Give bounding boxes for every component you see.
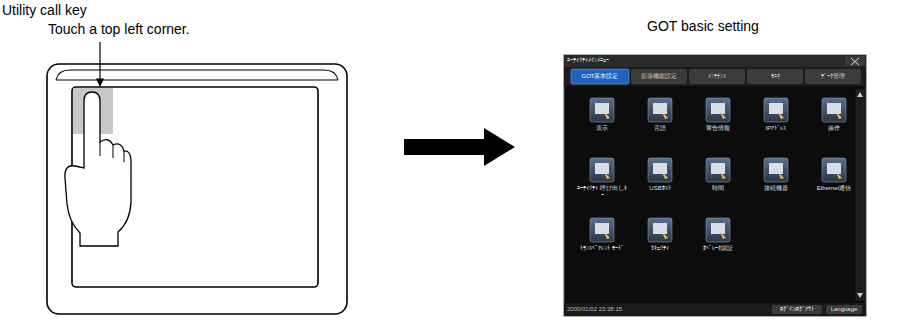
screen-text: Ethernet通信 <box>808 185 860 192</box>
screen-text: Language <box>826 306 862 313</box>
screen-text: GOT基本設定 <box>572 73 628 80</box>
screen-text: IPｱﾄﾞﾚｽ <box>750 125 802 132</box>
screen-text: 言語 <box>634 125 686 132</box>
menu-icon <box>706 158 730 182</box>
menu-icon <box>648 98 672 122</box>
caption-label: Touch a top left corner. <box>48 21 268 37</box>
screen-text: ｾｷｭﾘﾃｨ <box>634 245 686 252</box>
screen-text: ｵﾍﾟﾚｰﾀ認証 <box>692 245 744 252</box>
menu-icon <box>764 98 788 122</box>
hand-knuckles <box>100 142 124 162</box>
screen-text: ﾕｰﾃｨﾘﾃｨﾒｲﾝﾒﾆｭｰ <box>567 57 687 64</box>
menu-icon <box>822 158 846 182</box>
hand <box>65 92 131 246</box>
screen-text: 警告情報 <box>692 125 744 132</box>
flow-arrow <box>404 128 515 166</box>
screen-text: ﾓﾆﾀ <box>747 73 803 80</box>
menu-icon <box>590 158 614 182</box>
leader-line <box>99 42 100 86</box>
menu-icon <box>590 218 614 242</box>
screen-text: USBﾎｽﾄ <box>634 185 686 192</box>
screen-text: 時間 <box>692 185 744 192</box>
menu-icon <box>764 158 788 182</box>
screen-text: ﾒﾝﾃﾅﾝｽ <box>689 73 745 80</box>
menu-icon <box>590 98 614 122</box>
screen-text: 2000/01/02 23:38:15 <box>567 306 657 313</box>
screen-text: ﾃﾞｰﾀ管理 <box>805 73 861 80</box>
screen-text: 接続機器 <box>750 185 802 192</box>
screen-text: ﾄﾗﾝｽﾍﾟｱﾚﾝﾄ ﾓｰﾄﾞ <box>576 245 628 252</box>
menu-icon <box>648 158 672 182</box>
menu-icon <box>822 98 846 122</box>
screen-text: 拡張機能設定 <box>631 73 687 80</box>
screen-text: ﾕｰﾃｨﾘﾃｨ 呼び出しｷｰ <box>576 185 628 199</box>
caption-label: GOT basic setting <box>603 18 803 34</box>
screen-text: ﾛｸﾞｲﾝ/ﾛｸﾞｱｳﾄ <box>772 306 822 313</box>
menu-icon <box>706 98 730 122</box>
screen-text: 操作 <box>808 125 860 132</box>
caption-label: Utility call key <box>2 2 202 18</box>
menu-icon <box>648 218 672 242</box>
got-device <box>47 64 347 314</box>
screenshot <box>564 55 866 316</box>
screen-text: 表示 <box>576 125 628 132</box>
menu-icon <box>706 218 730 242</box>
